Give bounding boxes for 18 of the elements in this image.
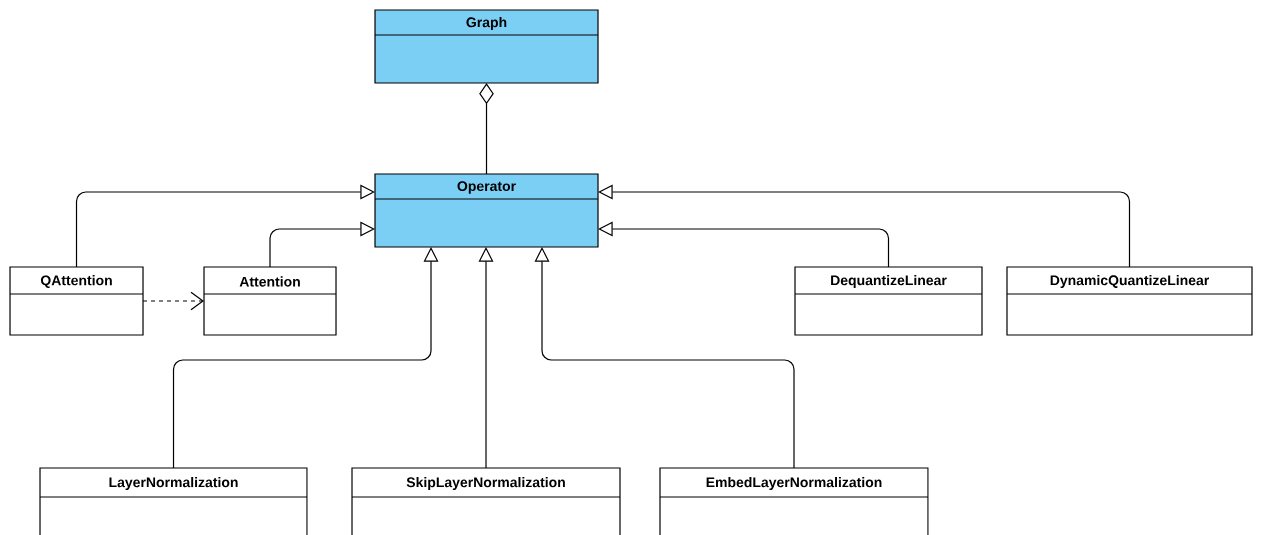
- class-box: DynamicQuantizeLinear: [1006, 266, 1253, 336]
- arrow: [534, 247, 795, 469]
- aggregation-connector: [479, 83, 494, 175]
- class-box: Operator: [374, 173, 599, 248]
- arrow: [478, 247, 494, 469]
- class-box: Graph: [374, 9, 599, 84]
- class-box: DequantizeLinear: [794, 266, 983, 336]
- class-box: SkipLayerNormalization: [351, 467, 621, 535]
- arrow: [269, 221, 375, 268]
- class-box: Attention: [203, 266, 337, 336]
- class-box: LayerNormalization: [39, 467, 308, 535]
- arrow: [172, 247, 439, 469]
- arrow: [598, 184, 1131, 268]
- class-box: QAttention: [9, 266, 144, 336]
- arrow: [598, 221, 890, 268]
- class-box: EmbedLayerNormalization: [659, 467, 929, 535]
- arrow: [75, 184, 375, 268]
- dependency-arrow: [142, 291, 204, 311]
